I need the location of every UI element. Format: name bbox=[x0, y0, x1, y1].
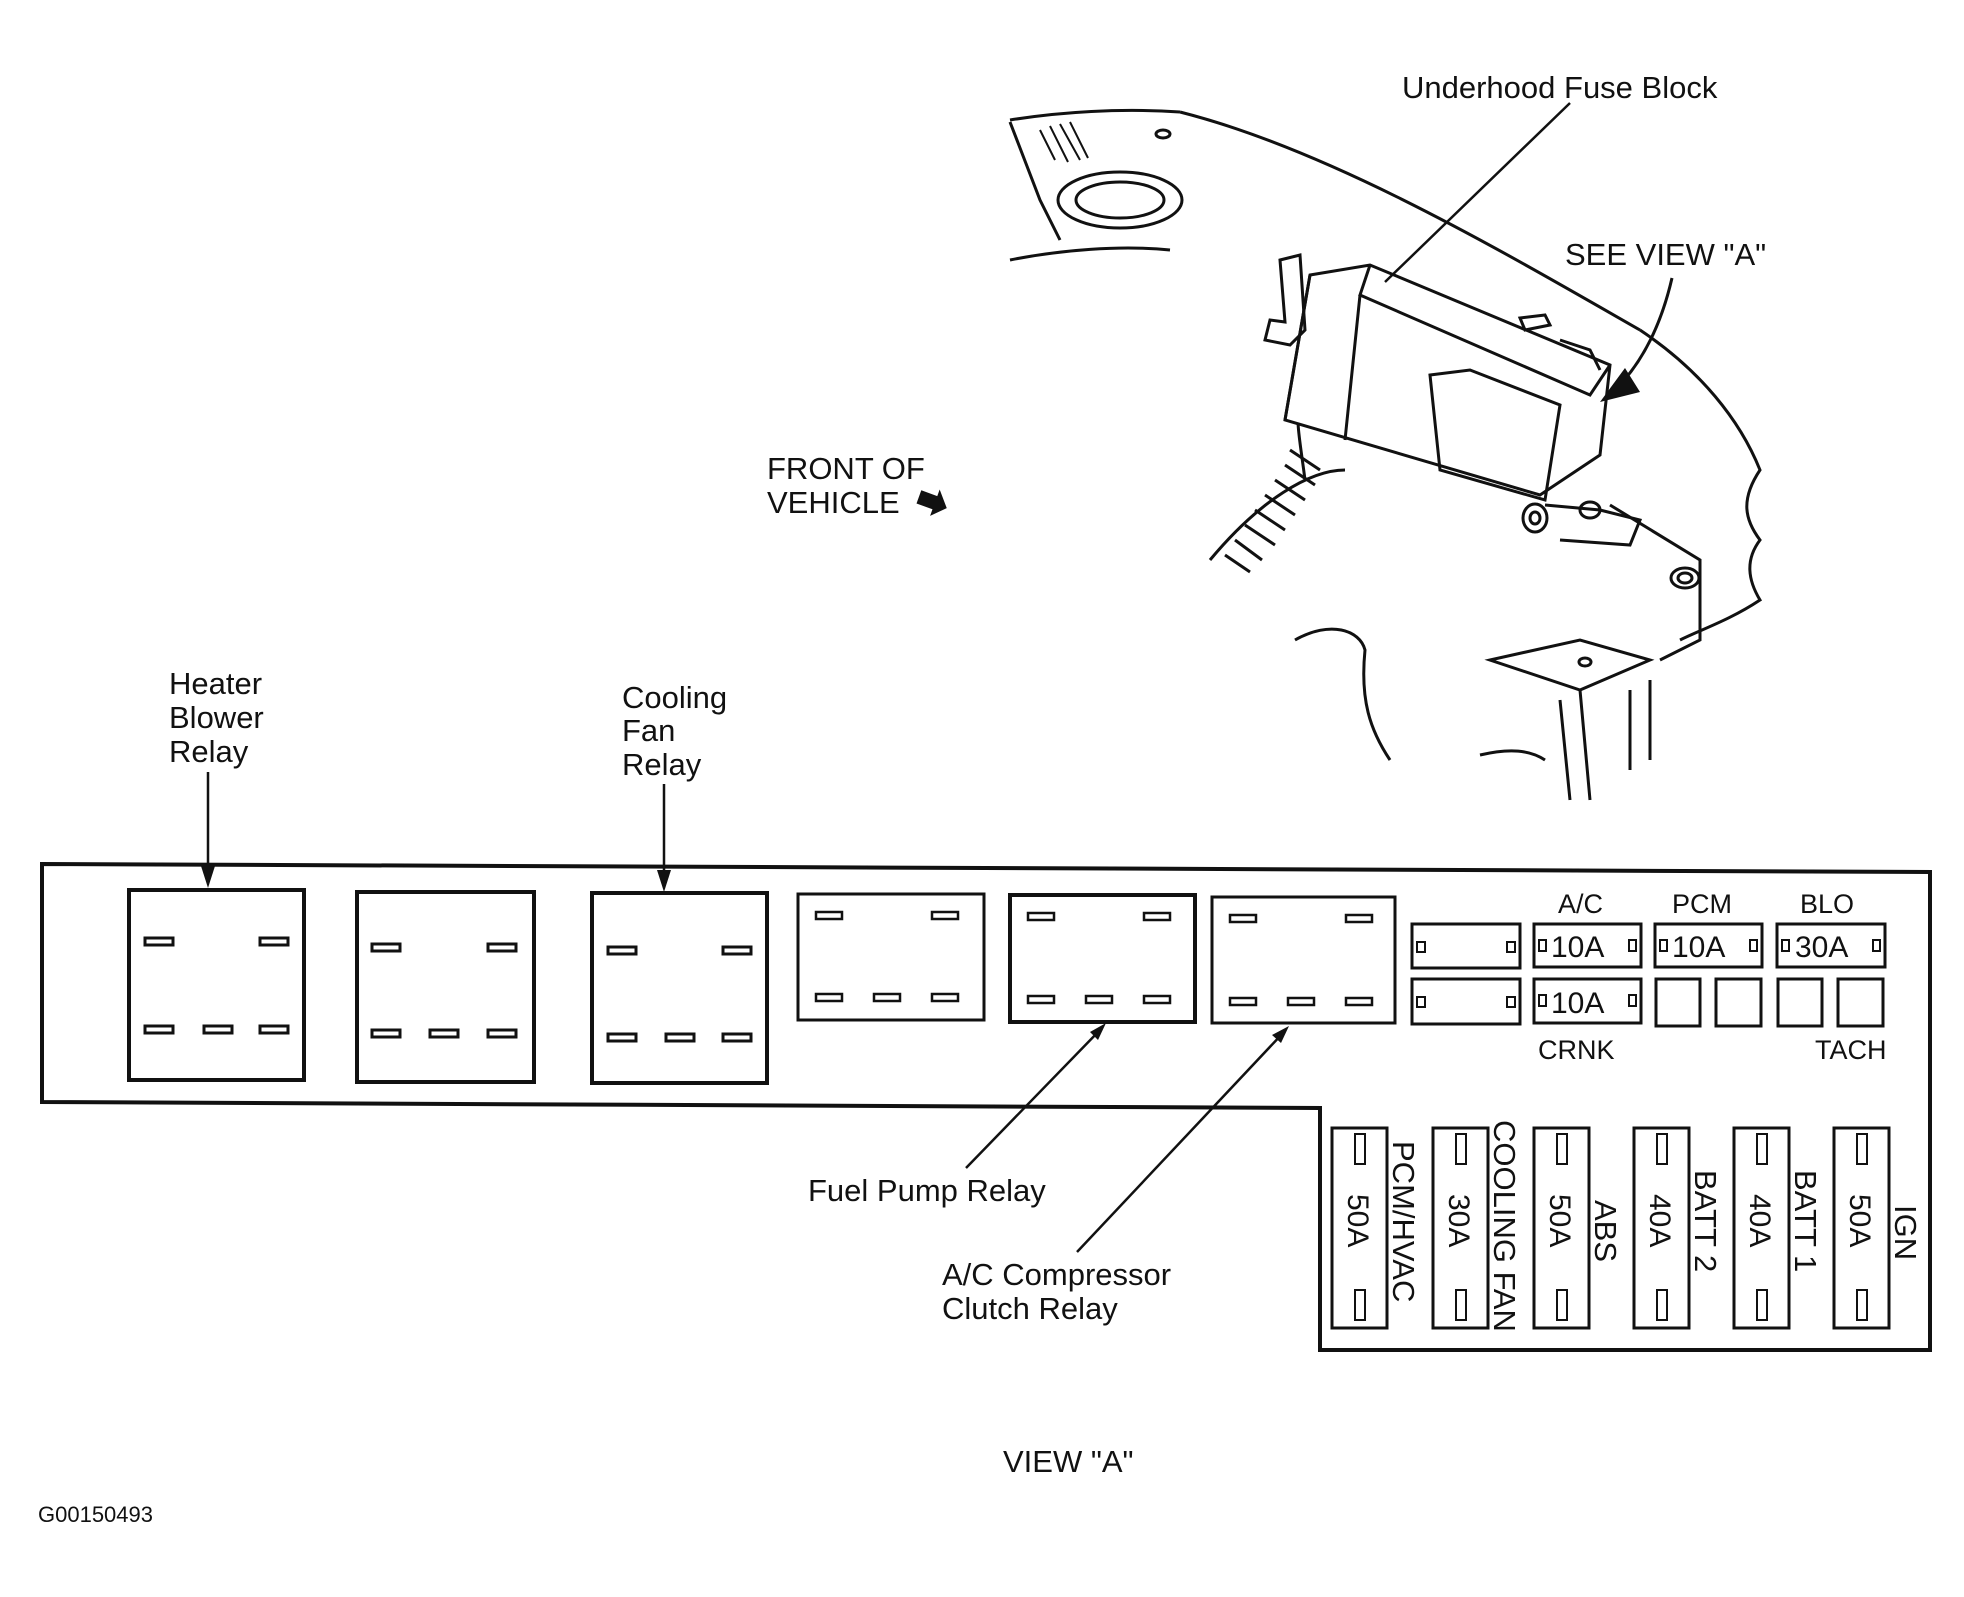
cooling-fan-label-line3: Relay bbox=[622, 747, 702, 782]
mini-fuse-pcm: 10A bbox=[1653, 922, 1764, 969]
ac-compressor-leader-line bbox=[1076, 1032, 1284, 1253]
maxi-label-batt2: BATT 2 bbox=[1688, 1170, 1723, 1272]
fuse-block-leader-line bbox=[1384, 102, 1571, 283]
maxi-rating-abs: 50A bbox=[1543, 1194, 1576, 1247]
mini-fuse-unlabeled-1 bbox=[1410, 922, 1522, 970]
front-direction-arrow-icon bbox=[916, 489, 947, 516]
mini-fuse-crnk: 10A bbox=[1532, 977, 1643, 1025]
heater-blower-label-line3: Relay bbox=[169, 734, 249, 769]
see-view-arrowhead bbox=[1600, 368, 1640, 402]
heater-blower-arrowhead bbox=[201, 866, 215, 888]
fuse-block-panel-outline bbox=[40, 861, 1932, 1352]
maxi-label-abs: ABS bbox=[1588, 1200, 1623, 1262]
fuel-pump-leader-line bbox=[965, 1029, 1101, 1169]
empty-socket-2 bbox=[1714, 977, 1763, 1028]
maxi-rating-batt2: 40A bbox=[1643, 1194, 1676, 1247]
maxi-fuse-batt1: 40A bbox=[1732, 1126, 1791, 1330]
maxi-label-ign: IGN bbox=[1888, 1205, 1923, 1260]
maxi-fuse-abs: 50A bbox=[1532, 1126, 1591, 1330]
engine-bay-illustration bbox=[1008, 108, 1763, 801]
front-of-vehicle-line2: VEHICLE bbox=[767, 485, 900, 520]
ac-compressor-label-line2: Clutch Relay bbox=[942, 1291, 1118, 1326]
fuse-label-blo: BLO bbox=[1800, 889, 1854, 919]
fuse-label-ac: A/C bbox=[1558, 889, 1603, 919]
ac-compressor-label-line1: A/C Compressor bbox=[942, 1257, 1171, 1292]
fuse-rating-blo: 30A bbox=[1795, 931, 1848, 964]
front-of-vehicle-line1: FRONT OF bbox=[767, 451, 925, 486]
fuel-pump-arrowhead bbox=[1090, 1023, 1106, 1040]
maxi-rating-ign: 50A bbox=[1843, 1194, 1876, 1247]
fuel-pump-relay-label: Fuel Pump Relay bbox=[808, 1173, 1046, 1208]
cooling-fan-label-line2: Fan bbox=[622, 713, 675, 748]
maxi-label-batt1: BATT 1 bbox=[1788, 1170, 1823, 1272]
relay-ac-compressor-clutch bbox=[1210, 895, 1397, 1025]
underhood-fuse-block-label: Underhood Fuse Block bbox=[1402, 70, 1718, 105]
maxi-rating-batt1: 40A bbox=[1743, 1194, 1776, 1247]
maxi-rating-cooling-fan: 30A bbox=[1442, 1194, 1475, 1247]
fuse-label-crnk: CRNK bbox=[1538, 1035, 1615, 1065]
relay-fuel-pump bbox=[1008, 893, 1197, 1024]
fuse-label-tach: TACH bbox=[1815, 1035, 1887, 1065]
figure-id: G00150493 bbox=[38, 1502, 153, 1527]
relay-unlabeled bbox=[355, 890, 536, 1084]
tach-socket bbox=[1836, 977, 1885, 1028]
relay-heater-blower bbox=[127, 888, 306, 1082]
mini-fuse-blo: 30A bbox=[1775, 922, 1887, 969]
fuse-rating-crnk: 10A bbox=[1551, 987, 1604, 1020]
maxi-label-cooling-fan: COOLING FAN bbox=[1487, 1120, 1522, 1332]
empty-socket-3 bbox=[1776, 977, 1824, 1028]
cooling-fan-arrowhead bbox=[657, 870, 671, 892]
ac-compressor-arrowhead bbox=[1272, 1026, 1289, 1043]
heater-blower-label-line2: Blower bbox=[169, 700, 264, 735]
empty-socket-1 bbox=[1654, 977, 1702, 1028]
fuse-label-pcm: PCM bbox=[1672, 889, 1732, 919]
view-a-caption: VIEW "A" bbox=[1003, 1444, 1134, 1479]
maxi-label-pcm-hvac: PCM/HVAC bbox=[1386, 1141, 1421, 1302]
heater-blower-label-line1: Heater bbox=[169, 666, 262, 701]
maxi-fuse-pcm-hvac: 50A bbox=[1330, 1126, 1389, 1330]
relay-small-1 bbox=[796, 892, 986, 1022]
see-view-a-label: SEE VIEW "A" bbox=[1565, 237, 1766, 272]
mini-fuse-unlabeled-2 bbox=[1410, 977, 1522, 1026]
fuse-rating-ac: 10A bbox=[1551, 931, 1604, 964]
maxi-rating-pcm-hvac: 50A bbox=[1341, 1194, 1374, 1247]
maxi-fuse-cooling-fan: 30A bbox=[1431, 1126, 1490, 1330]
fuse-rating-pcm: 10A bbox=[1672, 931, 1725, 964]
maxi-fuse-batt2: 40A bbox=[1632, 1126, 1691, 1330]
mini-fuse-ac: 10A bbox=[1532, 922, 1643, 969]
maxi-fuse-ign: 50A bbox=[1832, 1126, 1891, 1330]
relay-cooling-fan bbox=[590, 891, 769, 1085]
cooling-fan-label-line1: Cooling bbox=[622, 680, 727, 715]
